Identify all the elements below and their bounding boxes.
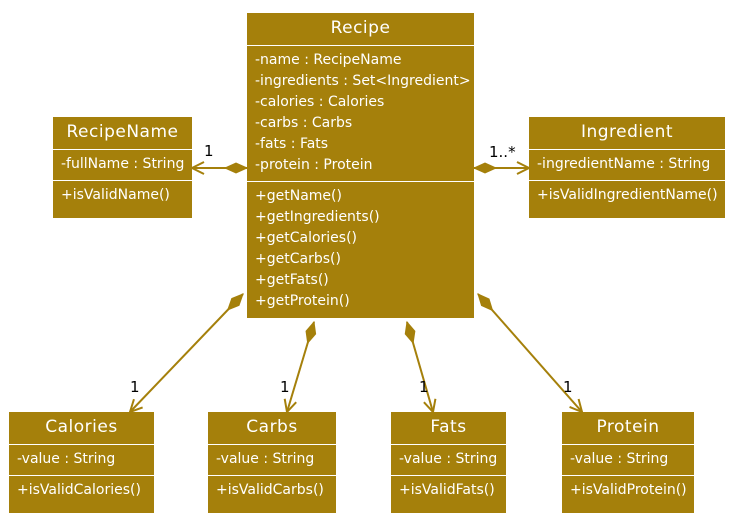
class-protein[interactable]: Protein -value : String +isValidProtein(… bbox=[562, 412, 694, 513]
composition-diamond bbox=[472, 162, 498, 174]
attribute: -value : String bbox=[17, 451, 116, 467]
attribute: -protein : Protein bbox=[255, 157, 373, 173]
multiplicity-fats: 1 bbox=[419, 378, 429, 396]
edge-recipe-carbs bbox=[283, 320, 317, 415]
methods-section: +isValidCalories() bbox=[9, 475, 154, 506]
method: +getName() bbox=[255, 188, 342, 204]
multiplicity-calories: 1 bbox=[130, 378, 140, 396]
class-carbs[interactable]: Carbs -value : String +isValidCarbs() bbox=[208, 412, 336, 513]
attribute: -value : String bbox=[216, 451, 315, 467]
class-title: Ingredient bbox=[580, 122, 674, 142]
attribute: -calories : Calories bbox=[255, 94, 385, 110]
edge-line bbox=[477, 293, 583, 413]
edge-recipe-fats bbox=[404, 320, 437, 415]
edge-recipe-calories bbox=[128, 293, 244, 414]
class-ingredient[interactable]: Ingredient -ingredientName : String +isV… bbox=[529, 117, 725, 218]
class-title: Protein bbox=[596, 417, 660, 437]
attribute: -carbs : Carbs bbox=[255, 115, 353, 131]
attributes-section: -value : String bbox=[9, 444, 154, 475]
multiplicity-ingredient: 1..* bbox=[489, 143, 516, 161]
arrowhead bbox=[189, 161, 205, 175]
multiplicity-protein: 1 bbox=[563, 378, 573, 396]
composition-diamond bbox=[477, 293, 494, 312]
composition-diamond bbox=[226, 293, 244, 311]
class-title: Fats bbox=[430, 417, 467, 437]
method: +isValidProtein() bbox=[570, 482, 687, 498]
attribute: -fats : Fats bbox=[255, 136, 329, 152]
class-title: Recipe bbox=[330, 18, 391, 38]
class-title: Carbs bbox=[246, 417, 298, 437]
method: +getProtein() bbox=[255, 293, 350, 309]
class-recipe[interactable]: Recipe -name : RecipeName -ingredients :… bbox=[247, 13, 474, 318]
attribute: -ingredientName : String bbox=[537, 156, 711, 172]
class-fats[interactable]: Fats -value : String +isValidFats() bbox=[391, 412, 506, 513]
edge-line bbox=[129, 293, 244, 413]
attributes-section: -value : String bbox=[391, 444, 506, 475]
methods-section: +isValidCarbs() bbox=[208, 475, 336, 506]
edge-recipe-recipename bbox=[189, 161, 249, 175]
methods-section: +getName() +getIngredients() +getCalorie… bbox=[247, 181, 474, 317]
multiplicity-recipename: 1 bbox=[204, 142, 214, 160]
class-title: Calories bbox=[45, 417, 118, 437]
composition-diamond bbox=[305, 320, 317, 345]
attributes-section: -ingredientName : String bbox=[529, 149, 725, 180]
method: +isValidName() bbox=[61, 187, 170, 203]
attribute: -name : RecipeName bbox=[255, 52, 402, 68]
attribute: -ingredients : Set<Ingredient> bbox=[255, 73, 471, 89]
attribute: -value : String bbox=[399, 451, 498, 467]
edge-recipe-ingredient bbox=[472, 161, 532, 175]
methods-section: +isValidName() bbox=[53, 180, 192, 211]
method: +getCarbs() bbox=[255, 251, 341, 267]
methods-section: +isValidIngredientName() bbox=[529, 180, 725, 211]
attributes-section: -fullName : String bbox=[53, 149, 192, 180]
method: +getIngredients() bbox=[255, 209, 380, 225]
composition-diamond bbox=[404, 320, 416, 345]
methods-section: +isValidProtein() bbox=[562, 475, 694, 506]
method: +getCalories() bbox=[255, 230, 358, 246]
multiplicity-carbs: 1 bbox=[280, 378, 290, 396]
method: +isValidFats() bbox=[399, 482, 495, 498]
class-title: RecipeName bbox=[66, 122, 179, 142]
composition-diamond bbox=[223, 162, 249, 174]
class-calories[interactable]: Calories -value : String +isValidCalorie… bbox=[9, 412, 154, 513]
methods-section: +isValidFats() bbox=[391, 475, 506, 506]
method: +isValidIngredientName() bbox=[537, 187, 718, 203]
attribute: -fullName : String bbox=[61, 156, 185, 172]
class-recipename[interactable]: RecipeName -fullName : String +isValidNa… bbox=[53, 117, 192, 218]
attributes-section: -name : RecipeName -ingredients : Set<In… bbox=[247, 45, 474, 181]
attributes-section: -value : String bbox=[562, 444, 694, 475]
method: +getFats() bbox=[255, 272, 329, 288]
attributes-section: -value : String bbox=[208, 444, 336, 475]
attribute: -value : String bbox=[570, 451, 669, 467]
method: +isValidCarbs() bbox=[216, 482, 324, 498]
method: +isValidCalories() bbox=[17, 482, 141, 498]
